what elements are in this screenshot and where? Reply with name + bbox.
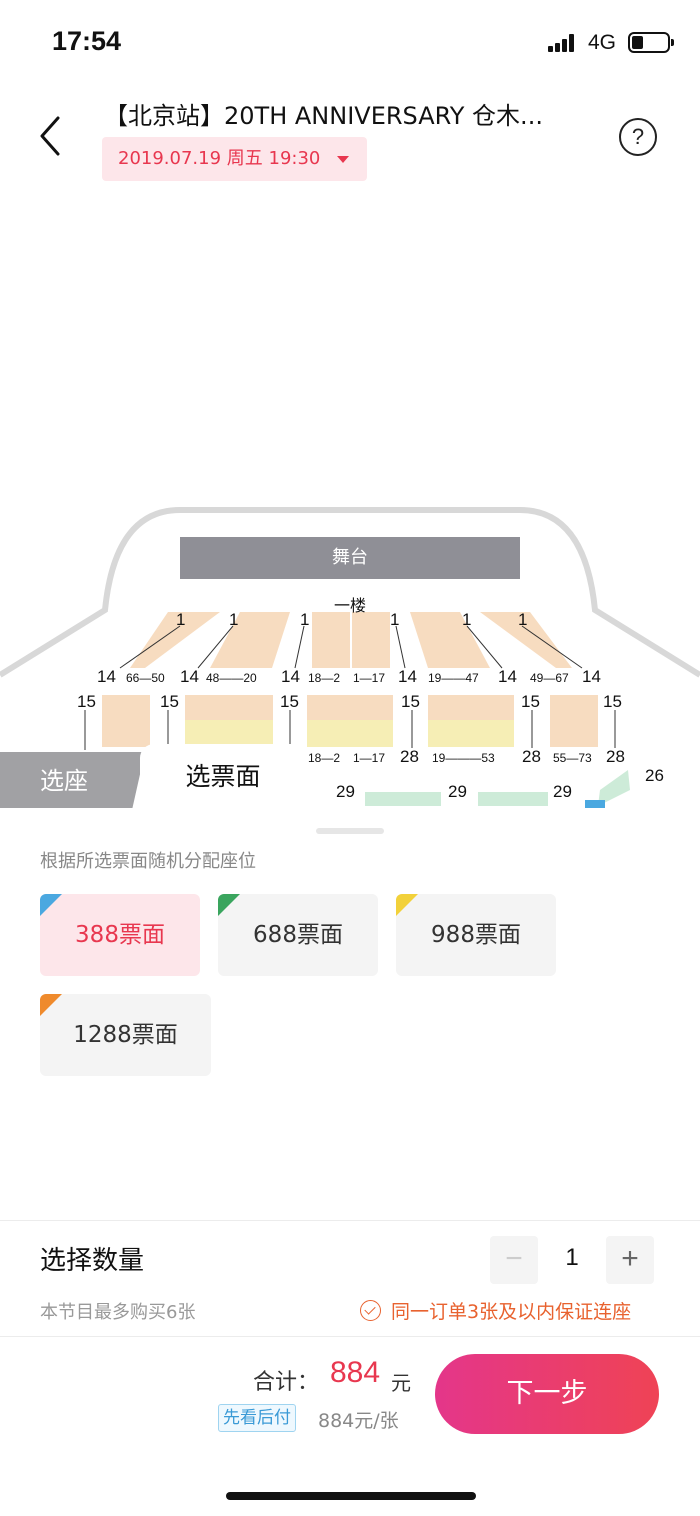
session-date-dropdown[interactable]: 2019.07.19 周五 19:30: [102, 137, 367, 181]
drag-handle[interactable]: [316, 828, 384, 834]
price-hint: 根据所选票面随机分配座位: [40, 851, 256, 872]
seat-range: 55—73: [553, 751, 592, 765]
row-number: 15: [77, 692, 96, 711]
seat-range: 19——47: [428, 671, 479, 685]
seat-block-center-left: [312, 612, 350, 668]
row-number: 15: [401, 692, 420, 711]
purchase-limit-note: 本节目最多购买6张: [40, 1302, 196, 1323]
mode-tabs: 选座 选票面: [0, 744, 700, 810]
seat-range: 49—67: [530, 671, 569, 685]
price-option-388[interactable]: 388票面: [40, 894, 200, 976]
seat-range: 66—50: [126, 671, 165, 685]
row-number: 14: [498, 667, 517, 686]
caret-down-icon: [337, 156, 349, 163]
quantity-value: 1: [565, 1244, 579, 1271]
back-button[interactable]: [30, 112, 74, 160]
row-number: 1: [462, 610, 472, 629]
status-time: 17:54: [52, 26, 122, 56]
price-sheet: 根据所选票面随机分配座位 388票面 688票面 988票面 1288票面 选择…: [0, 808, 700, 1516]
row-number: 29: [553, 782, 572, 801]
session-date-label: 2019.07.19 周五 19:30: [118, 148, 321, 169]
seat-range: 18—2: [308, 671, 341, 685]
price-option-label: 388票面: [75, 922, 165, 948]
tier-color-marker: [40, 894, 62, 916]
guarantee-text: 同一订单3张及以内保证连座: [391, 1301, 632, 1323]
row-number: 1: [300, 610, 310, 629]
tab-price-selection[interactable]: 选票面: [140, 744, 306, 810]
row-number: 1: [229, 610, 239, 629]
tab-seat-selection[interactable]: 选座: [0, 752, 145, 810]
seat-block-left-outer: [130, 612, 220, 668]
row-number: 15: [603, 692, 622, 711]
tier-color-marker: [40, 994, 62, 1016]
row-number: 28: [400, 747, 419, 766]
row-number: 14: [398, 667, 417, 686]
row-number: 26: [645, 766, 664, 785]
adjacent-seat-guarantee: 同一订单3张及以内保证连座: [360, 1297, 631, 1324]
home-indicator: [226, 1492, 476, 1500]
seat-block-left-inner: [210, 612, 290, 668]
seat-range: 1—17: [353, 751, 386, 765]
row-number: 1: [176, 610, 186, 629]
floor-label: 一楼: [333, 596, 366, 615]
price-option-1288[interactable]: 1288票面: [40, 994, 211, 1076]
pay-later-badge: 先看后付: [218, 1404, 296, 1432]
row-number: 15: [280, 692, 299, 711]
seat-block-right-inner: [410, 612, 490, 668]
row-number: 1: [390, 610, 400, 629]
row-number: 28: [606, 747, 625, 766]
row-number: 15: [521, 692, 540, 711]
seat-range: 18—2: [308, 751, 341, 765]
chevron-left-icon: [40, 116, 60, 156]
row-number: 28: [522, 747, 541, 766]
stage-label: 舞台: [180, 537, 520, 579]
network-label: 4G: [588, 31, 617, 54]
help-button[interactable]: ?: [619, 118, 657, 156]
row-number: 14: [97, 667, 116, 686]
seat-map[interactable]: 舞台 一楼 1 1 1 1 1 1 14 66—50 14 48——20 14 …: [0, 500, 700, 820]
event-title: 【北京站】20TH ANNIVERSARY 仓木...: [104, 102, 543, 130]
price-option-label: 688票面: [253, 922, 343, 948]
check-circle-icon: [360, 1300, 381, 1321]
row-number: 29: [336, 782, 355, 801]
signal-icon: [548, 34, 578, 52]
status-bar: 17:54 4G: [0, 0, 700, 88]
total-unit: 元: [391, 1371, 411, 1395]
next-step-button[interactable]: 下一步: [435, 1354, 659, 1434]
divider: [0, 1336, 700, 1337]
divider: [0, 1220, 700, 1221]
price-option-label: 988票面: [431, 922, 521, 948]
price-option-988[interactable]: 988票面: [396, 894, 556, 976]
row-number: 1: [518, 610, 528, 629]
price-option-label: 1288票面: [73, 1022, 178, 1048]
seat-block-center-right: [352, 612, 390, 668]
quantity-label: 选择数量: [40, 1246, 145, 1276]
tier-color-marker: [396, 894, 418, 916]
battery-icon: [628, 32, 674, 53]
seat-range: 19———53: [432, 751, 495, 765]
seat-range: 48——20: [206, 671, 257, 685]
seat-range: 1—17: [353, 671, 386, 685]
seat-block-right-outer: [480, 612, 572, 668]
tier-color-marker: [218, 894, 240, 916]
row-number: 14: [281, 667, 300, 686]
total-amount: 884: [330, 1356, 381, 1389]
total-label: 合计：: [253, 1370, 320, 1395]
row-number: 14: [180, 667, 199, 686]
price-option-688[interactable]: 688票面: [218, 894, 378, 976]
row-number: 29: [448, 782, 467, 801]
unit-price: 884元/张: [318, 1410, 399, 1432]
quantity-decrease-button[interactable]: −: [490, 1236, 538, 1284]
row-number: 15: [160, 692, 179, 711]
quantity-increase-button[interactable]: +: [606, 1236, 654, 1284]
row-number: 14: [582, 667, 601, 686]
venue-outline: [0, 507, 700, 808]
